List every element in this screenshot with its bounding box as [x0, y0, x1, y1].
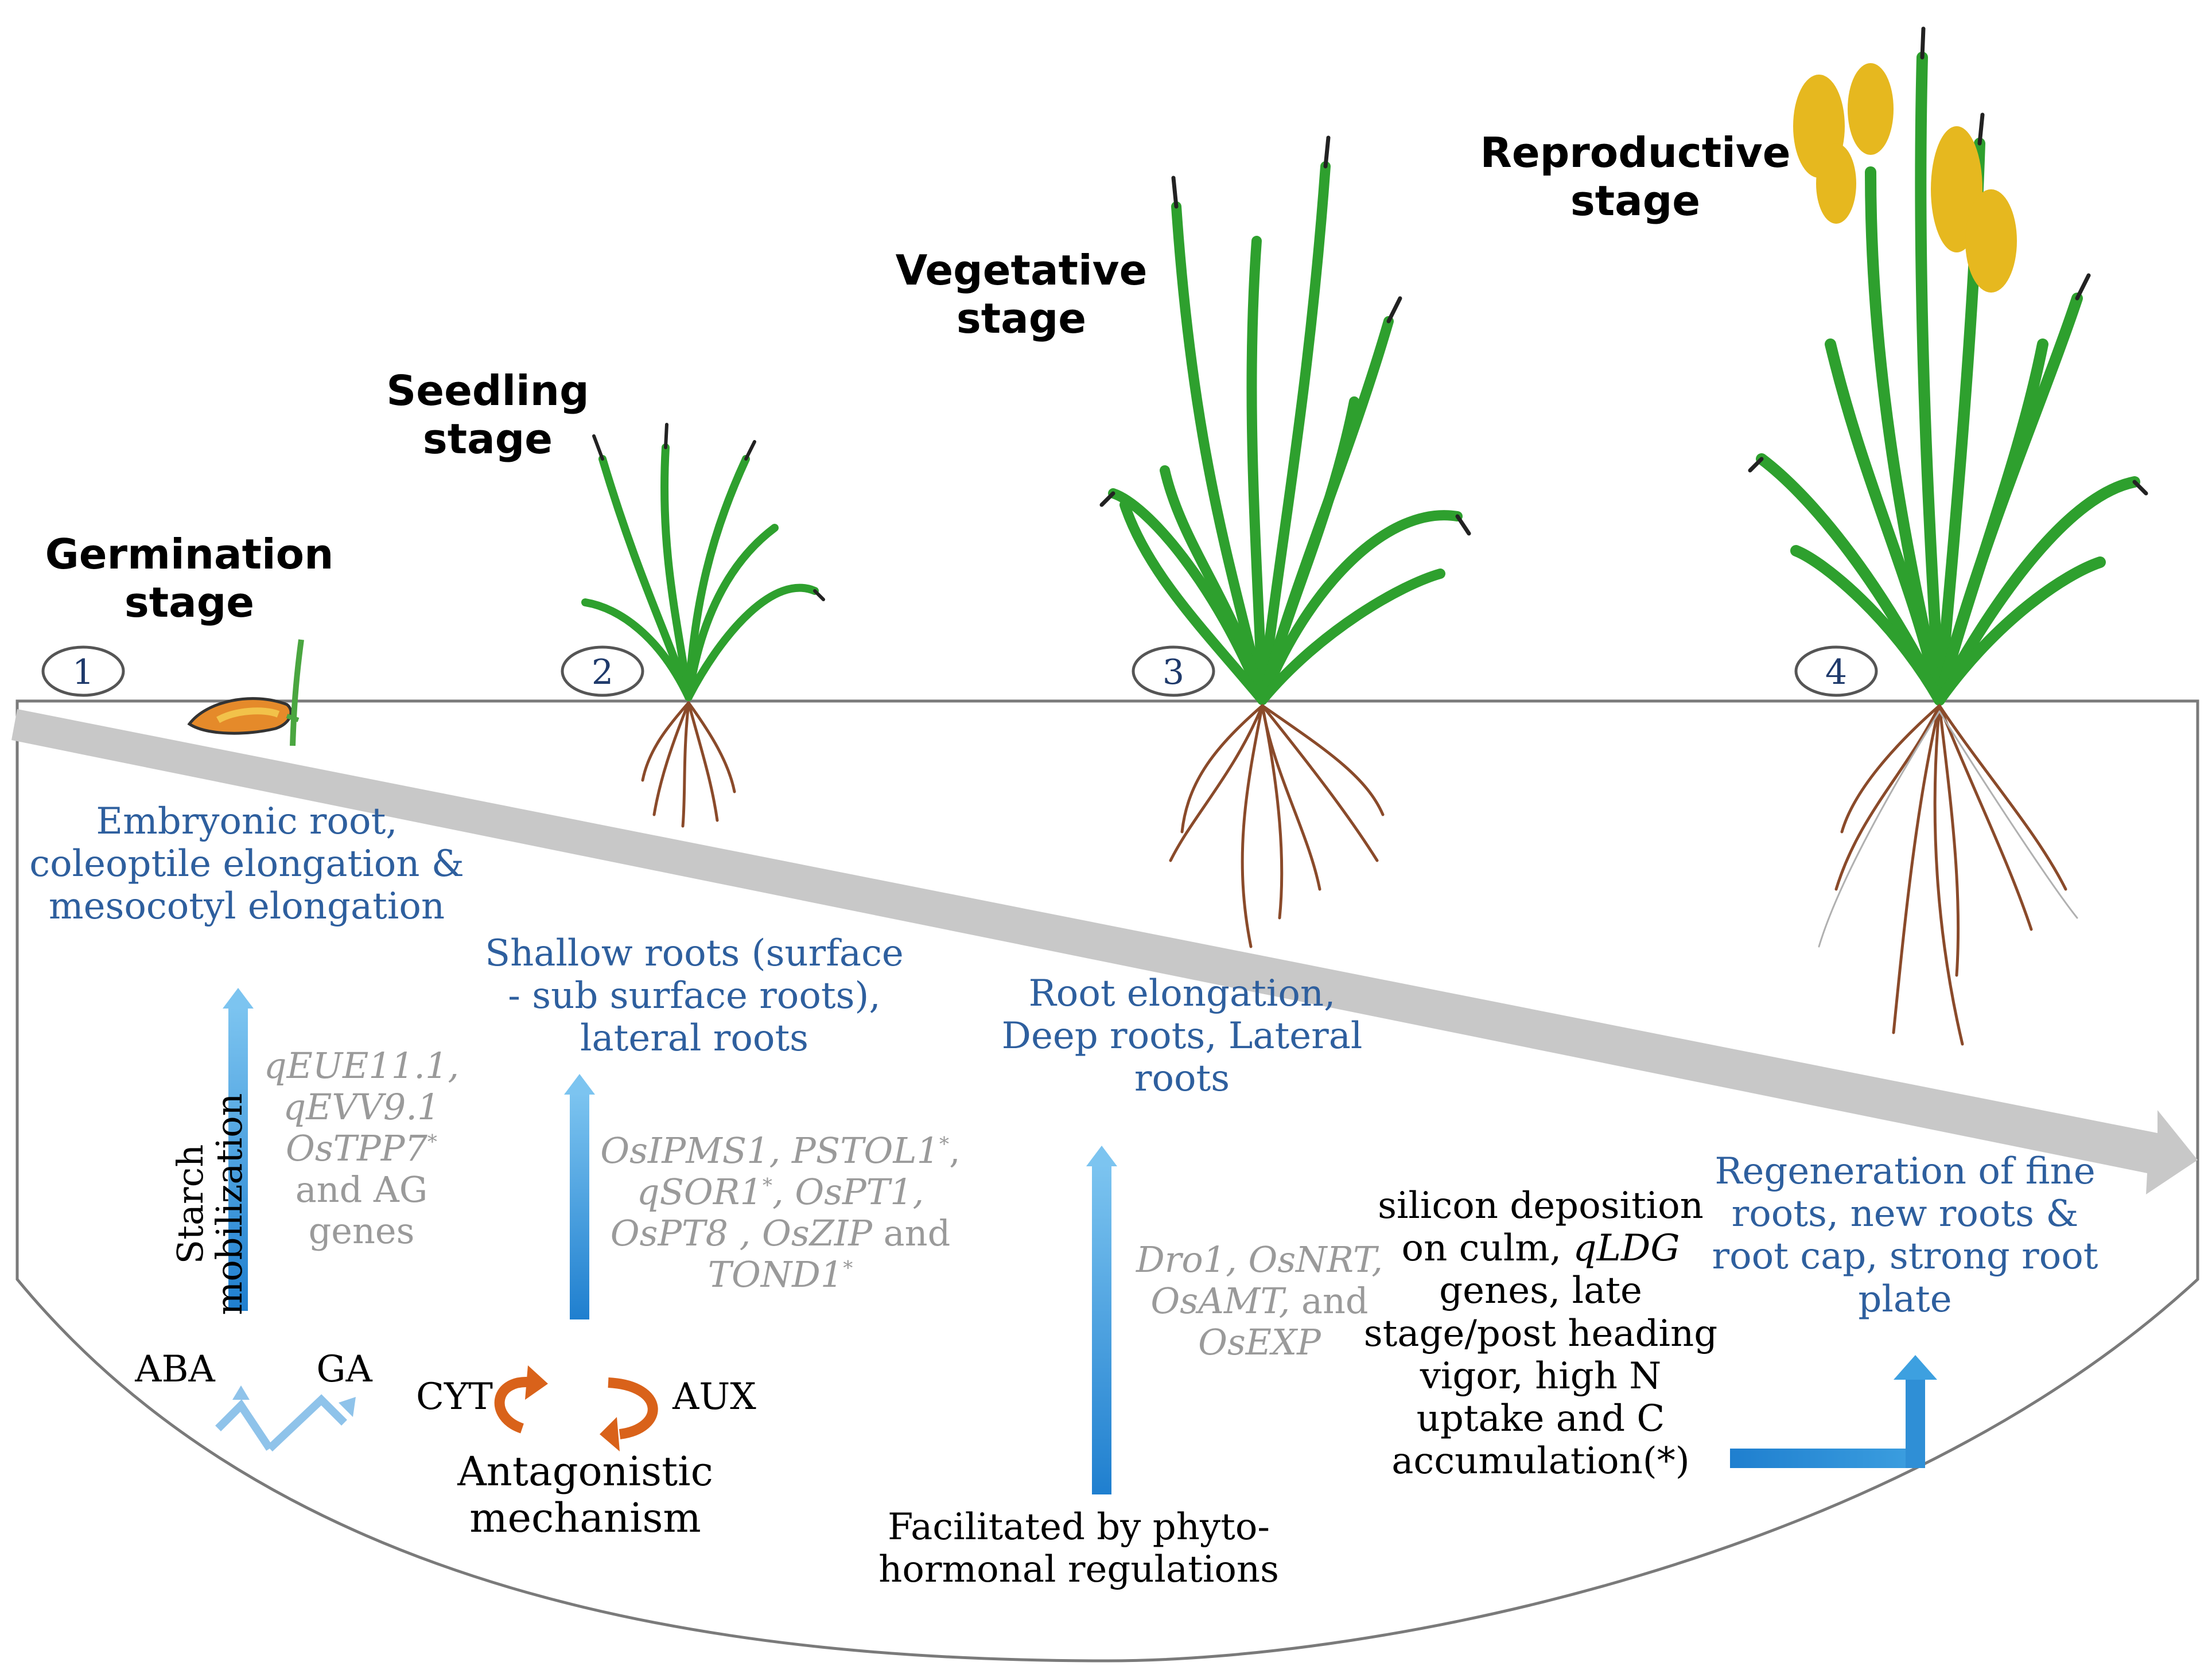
footer-line: hormonal regulations	[878, 1548, 1279, 1591]
outcome-line: Deep roots, Lateral	[1001, 1015, 1363, 1058]
vegetative-up-arrow	[1086, 1146, 1117, 1494]
outcome-line: Root elongation,	[1028, 972, 1336, 1015]
reproductive-traits: silicon deposition on culm, qLDG genes, …	[1346, 1185, 1736, 1483]
gene-mark: *	[939, 1132, 949, 1156]
trait-line: vigor, high N	[1420, 1354, 1662, 1397]
cyt-label: CYT	[416, 1376, 493, 1418]
gene-line: genes	[308, 1209, 415, 1252]
seedling-genes: OsIPMS1, PSTOL1*, qSOR1*, OsPT1, OsPT8 ,…	[597, 1130, 964, 1295]
gene-sep: ,	[949, 1130, 961, 1171]
germination-outcome: Embryonic root, coleoptile elongation & …	[29, 800, 465, 928]
outcome-line: Shallow roots (surface	[485, 932, 904, 975]
trait-line: genes, late	[1439, 1270, 1642, 1313]
stage-3-number: 3	[1163, 652, 1184, 692]
gene-sep: and	[1290, 1279, 1369, 1322]
process-line: Starch	[169, 1144, 211, 1264]
outcome-line: roots	[1134, 1057, 1230, 1100]
gene-qsor1: qSOR1	[636, 1170, 763, 1213]
gene-osamt: OsAMT,	[1150, 1279, 1290, 1322]
outcome-line: lateral roots	[580, 1017, 808, 1060]
title-line: Seedling	[386, 367, 589, 415]
outcome-line: coleoptile elongation &	[29, 843, 464, 886]
outcome-line: - sub surface roots),	[508, 975, 881, 1018]
title-line: Germination	[45, 530, 334, 578]
trait-line: stage/post heading	[1363, 1312, 1718, 1355]
cyt-aux-cycle-arrows	[494, 1365, 658, 1451]
reproductive-stage-title: Reproductive stage	[1457, 129, 1813, 225]
gene-mark: *	[843, 1256, 853, 1280]
aba-label: ABA	[135, 1348, 215, 1391]
gene-tond1: TOND1	[707, 1253, 843, 1295]
gene-ospt8-oszip: OsPT8 , OsZIP	[610, 1212, 872, 1254]
aux-label: AUX	[672, 1376, 756, 1418]
title-line: stage	[124, 578, 255, 626]
outcome-line: root cap, strong root	[1712, 1235, 2098, 1278]
trait-line: on culm,	[1401, 1227, 1573, 1270]
mechanism-line: Antagonistic	[457, 1448, 713, 1495]
gene-mark: *	[427, 1130, 437, 1154]
stage-2-number: 2	[592, 652, 613, 692]
trait-line: accumulation(*)	[1391, 1440, 1690, 1483]
outcome-line: plate	[1858, 1278, 1952, 1321]
starch-mobilization-label: Starch mobilization	[169, 1055, 251, 1353]
outcome-line: roots, new roots &	[1731, 1193, 2079, 1236]
gene-qldg: qLDG	[1573, 1227, 1680, 1270]
ga-label: GA	[316, 1348, 372, 1391]
process-line: mobilization	[208, 1093, 251, 1315]
antagonistic-mechanism-label: Antagonistic mechanism	[425, 1448, 746, 1542]
gene-line: and AG	[295, 1168, 428, 1210]
gene-ostpp7: OsTPP7	[286, 1127, 427, 1169]
gene-osexp: OsEXP	[1198, 1321, 1321, 1363]
reproductive-plant-illustration	[1748, 26, 2148, 1046]
footer-line: Facilitated by phyto-	[888, 1506, 1270, 1548]
reproductive-outcome: Regeneration of fine roots, new roots & …	[1698, 1150, 2112, 1321]
vegetative-genes: Dro1, OsNRT, OsAMT, and OsEXP	[1122, 1239, 1397, 1363]
phytohormonal-regulation-label: Facilitated by phyto- hormonal regulatio…	[849, 1506, 1308, 1591]
seedling-outcome: Shallow roots (surface - sub surface roo…	[471, 932, 918, 1060]
vegetative-plant-illustration	[1099, 135, 1471, 948]
gene-qeue11: qEUE11.1,	[263, 1045, 460, 1087]
title-line: stage	[956, 294, 1087, 342]
title-line: stage	[1570, 176, 1701, 225]
seedling-plant-illustration	[581, 423, 825, 828]
seedling-stage-title: Seedling stage	[344, 367, 631, 463]
gene-ospt1: , OsPT1,	[772, 1170, 924, 1213]
germination-genes: qEUE11.1, qEVV9.1 OsTPP7* and AG genes	[258, 1045, 465, 1252]
stage-3-badge	[1132, 645, 1215, 697]
outcome-line: Embryonic root,	[96, 800, 398, 843]
aba-ga-interaction-arrows	[215, 1385, 356, 1452]
trait-line: silicon deposition	[1378, 1185, 1704, 1227]
outcome-line: Regeneration of fine	[1715, 1150, 2096, 1193]
gene-qevv9: qEVV9.1	[283, 1085, 440, 1128]
gene-sep: and	[872, 1212, 951, 1254]
gene-osipms1-pstol1: OsIPMS1, PSTOL1	[600, 1130, 939, 1171]
stage-1-number: 1	[72, 652, 94, 692]
development-arrow	[11, 709, 2198, 1194]
stage-2-badge	[561, 645, 644, 697]
stage-4-number: 4	[1825, 652, 1847, 692]
vegetative-stage-title: Vegetative stage	[861, 246, 1182, 342]
gene-dro1-osnrt: Dro1, OsNRT,	[1136, 1239, 1383, 1280]
germinating-seed-illustration	[187, 639, 304, 746]
vegetative-outcome: Root elongation, Deep roots, Lateral roo…	[970, 972, 1394, 1100]
seedling-up-arrow	[564, 1074, 595, 1319]
stage-1-badge	[41, 645, 125, 697]
title-line: Vegetative	[895, 246, 1148, 294]
mechanism-line: mechanism	[469, 1494, 701, 1542]
title-line: Reproductive	[1480, 129, 1791, 177]
title-line: stage	[422, 414, 553, 463]
germination-up-arrow	[223, 988, 254, 1311]
germination-stage-title: Germination stage	[34, 530, 344, 626]
outcome-line: mesocotyl elongation	[48, 885, 445, 928]
stage-4-badge	[1794, 645, 1878, 697]
reproductive-elbow-arrow	[1730, 1355, 1937, 1468]
trait-line: uptake and C	[1416, 1397, 1665, 1441]
gene-mark: *	[762, 1174, 772, 1197]
